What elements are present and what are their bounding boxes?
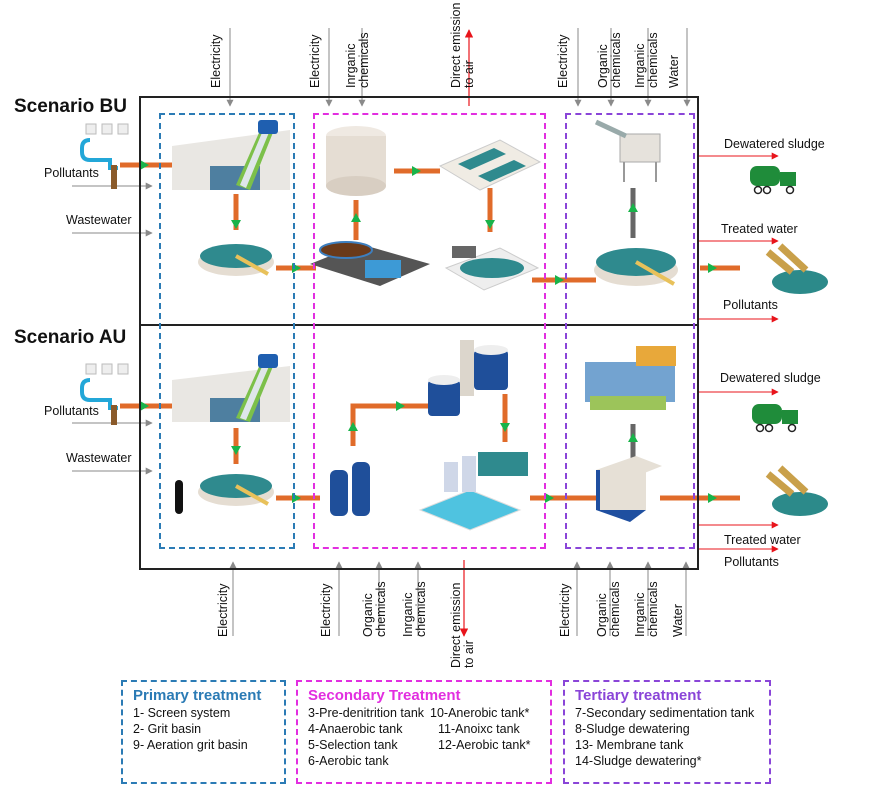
screen-system-icon-bu bbox=[172, 120, 290, 190]
legend-primary: Primary treatment 1- Screen system 2- Gr… bbox=[121, 680, 286, 784]
legend-item: 3-Pre-denitrition tank bbox=[308, 706, 425, 720]
top-input-inorganic-secondary: Inrganic chemicals bbox=[344, 32, 371, 88]
legend-tertiary: Tertiary treatment 7-Secondary sedimenta… bbox=[563, 680, 771, 784]
aerobic-tank-icon-bu bbox=[444, 246, 540, 291]
legend-item: 1- Screen system bbox=[133, 706, 231, 720]
output-pollutants-au: Pollutants bbox=[724, 555, 779, 569]
top-input-electricity-primary: Electricity bbox=[209, 34, 223, 88]
secondary-treatment-box bbox=[313, 113, 546, 549]
primary-treatment-box bbox=[159, 113, 295, 549]
truck-icon-bu bbox=[750, 166, 796, 195]
toilet-source-icon-au bbox=[80, 363, 129, 425]
bottom-input-electricity-primary: Electricity bbox=[216, 583, 230, 637]
sludge-dewatering-icon-bu bbox=[594, 119, 661, 182]
selection-tank-icon-bu bbox=[438, 139, 542, 191]
legend-secondary: Secondary Treatment 3-Pre-denitrition ta… bbox=[296, 680, 552, 784]
pre-denitrition-tank-icon-bu bbox=[326, 126, 386, 196]
grit-basin-icon-bu bbox=[198, 244, 274, 276]
legend-item: 13- Membrane tank bbox=[575, 738, 684, 752]
outfall-icon-bu bbox=[765, 243, 828, 294]
anaerobic-tank-icon-bu bbox=[310, 241, 430, 286]
legend-tertiary-title: Tertiary treatment bbox=[575, 687, 702, 704]
pollutants-input-label-bu: Pollutants bbox=[44, 166, 99, 180]
top-input-organic-tertiary: Organic chemicals bbox=[596, 32, 623, 88]
aerobic-tank-icon-au bbox=[418, 452, 528, 531]
legend-item: 2- Grit basin bbox=[133, 722, 202, 736]
legend-item: 10-Anerobic tank* bbox=[430, 706, 530, 720]
bottom-input-electricity-secondary: Electricity bbox=[319, 583, 333, 637]
anaerobic-tank-icon-au bbox=[330, 462, 370, 516]
secondary-sedimentation-icon-bu bbox=[594, 248, 678, 286]
toilet-source-icon-bu bbox=[80, 123, 129, 189]
output-dewatered-sludge-au: Dewatered sludge bbox=[720, 371, 821, 385]
legend-item: 6-Aerobic tank bbox=[308, 754, 389, 768]
membrane-tank-icon-au bbox=[596, 456, 662, 522]
top-input-inorganic-tertiary: Inrganic chemicals bbox=[633, 32, 660, 88]
legend-item: 9- Aeration grit basin bbox=[133, 738, 248, 752]
output-treated-water-au: Treated water bbox=[724, 533, 801, 547]
bottom-emission-label: Direct emission to air bbox=[449, 582, 476, 668]
truck-icon-au bbox=[752, 404, 798, 433]
scenario-divider bbox=[139, 324, 699, 326]
oxygen-cylinder-icon bbox=[175, 480, 183, 514]
sludge-dewatering-icon-au bbox=[585, 346, 676, 410]
output-arrows bbox=[698, 152, 779, 553]
top-input-water-tertiary: Water bbox=[667, 55, 681, 88]
bottom-input-inorganic-secondary: Inrganic chemicals bbox=[401, 581, 428, 637]
pollutants-input-label-au: Pollutants bbox=[44, 404, 99, 418]
output-dewatered-sludge-bu: Dewatered sludge bbox=[724, 137, 825, 151]
legend-item: 11-Anoixc tank bbox=[438, 722, 520, 736]
scenario-au-title: Scenario AU bbox=[14, 327, 127, 348]
anoxic-tank-icon-au bbox=[428, 340, 508, 416]
legend-item: 8-Sludge dewatering bbox=[575, 722, 690, 736]
output-pollutants-bu: Pollutants bbox=[723, 298, 778, 312]
legend-item: 7-Secondary sedimentation tank bbox=[575, 706, 755, 720]
screen-system-icon-au bbox=[172, 354, 290, 422]
bottom-input-organic-secondary: Organic chemicals bbox=[361, 581, 388, 637]
legend-item: 14-Sludge dewatering* bbox=[575, 754, 702, 768]
legend-secondary-title: Secondary Treatment bbox=[308, 687, 461, 704]
wastewater-input-label-bu: Wastewater bbox=[66, 213, 132, 227]
output-treated-water-bu: Treated water bbox=[721, 222, 798, 236]
bottom-input-inorganic-tertiary: Inrganic chemicals bbox=[633, 581, 660, 637]
scenario-bu-title: Scenario BU bbox=[14, 96, 127, 117]
top-input-electricity-secondary: Electricity bbox=[308, 34, 322, 88]
legend-item: 12-Aerobic tank* bbox=[438, 738, 531, 752]
aeration-grit-basin-icon-au bbox=[175, 474, 274, 514]
legend-item: 5-Selection tank bbox=[308, 738, 398, 752]
wastewater-input-label-au: Wastewater bbox=[66, 451, 132, 465]
scenarios-frame bbox=[139, 96, 699, 570]
bottom-input-arrows bbox=[229, 561, 690, 636]
bottom-input-electricity-tertiary: Electricity bbox=[558, 583, 572, 637]
top-input-electricity-tertiary: Electricity bbox=[556, 34, 570, 88]
top-emission-label: Direct emission to air bbox=[449, 2, 476, 88]
bottom-input-organic-tertiary: Organic chemicals bbox=[595, 581, 622, 637]
bottom-input-water-tertiary: Water bbox=[671, 604, 685, 637]
legend-primary-title: Primary treatment bbox=[133, 687, 262, 704]
legend-item: 4-Anaerobic tank bbox=[308, 722, 403, 736]
outfall-icon-au bbox=[765, 465, 828, 516]
top-input-arrows bbox=[226, 28, 691, 107]
tertiary-treatment-box bbox=[565, 113, 695, 549]
